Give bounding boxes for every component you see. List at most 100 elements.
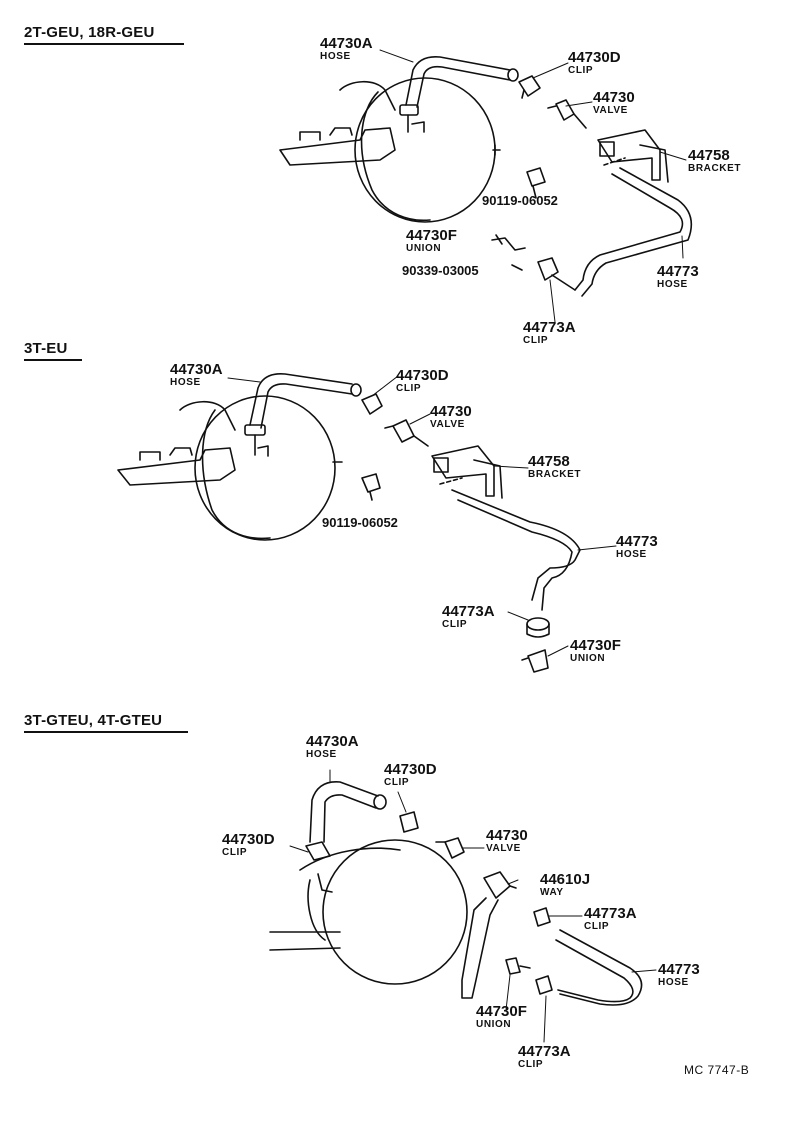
- part-name: BRACKET: [688, 163, 742, 174]
- part-number: 90339-03005: [402, 263, 479, 278]
- part-name: UNION: [406, 243, 442, 254]
- part-name: CLIP: [568, 65, 594, 76]
- clip-44730d-drawing-3b: [399, 811, 419, 833]
- part-label-44730d-lower: 44730D CLIP: [222, 832, 275, 858]
- part-name: HOSE: [170, 377, 201, 388]
- valve-44730-drawing-3: [435, 837, 465, 859]
- part-number: 44730D: [222, 831, 275, 848]
- part-label-44610j: 44610J WAY: [540, 872, 590, 898]
- part-name: HOSE: [657, 279, 688, 290]
- union-44730f-drawing-2: [521, 649, 549, 673]
- part-number: 44773A: [442, 603, 495, 620]
- leader-lines-2: [227, 375, 617, 657]
- part-number: 44730A: [320, 35, 373, 52]
- part-label-44773: 44773 HOSE: [657, 264, 699, 290]
- section-title-3t-gteu: 3T-GTEU, 4T-GTEU: [24, 712, 188, 733]
- brake-booster-drawing-2: [117, 395, 343, 541]
- way-44610j-drawing-3: [461, 871, 517, 999]
- union-44730f-drawing-1: [491, 234, 526, 271]
- part-number: 44730F: [570, 637, 621, 654]
- hose-44773-drawing-2: [451, 489, 581, 611]
- part-name: VALVE: [430, 419, 465, 430]
- part-label-44730f: 44730F UNION: [476, 1004, 527, 1030]
- part-number: 44773A: [523, 319, 576, 336]
- part-label-44773: 44773 HOSE: [658, 962, 700, 988]
- section-title-2t-geu: 2T-GEU, 18R-GEU: [24, 24, 184, 45]
- clip-44730d-drawing-1: [518, 75, 541, 99]
- part-number: 44773A: [518, 1043, 571, 1060]
- figure-code: MC 7747-B: [684, 1063, 750, 1077]
- part-label-44730a: 44730A HOSE: [306, 734, 359, 760]
- part-number: 90119-06052: [322, 515, 398, 530]
- clip-44773a-drawing-3b: [535, 975, 553, 995]
- part-name: CLIP: [222, 847, 248, 858]
- section-title-text: 3T-GTEU, 4T-GTEU: [24, 712, 163, 729]
- part-number: 44730F: [476, 1003, 527, 1020]
- part-name: CLIP: [584, 921, 610, 932]
- part-number: 44758: [688, 147, 730, 164]
- section-title-3t-eu: 3T-EU: [24, 340, 82, 361]
- part-label-44758: 44758 BRACKET: [688, 148, 741, 174]
- part-name: UNION: [570, 653, 606, 664]
- part-number: 44730D: [568, 49, 621, 66]
- part-name: WAY: [540, 887, 564, 898]
- bolt-90119-drawing-1: [526, 167, 546, 199]
- part-number: 44730F: [406, 227, 457, 244]
- part-label-44730: 44730 VALVE: [486, 828, 528, 854]
- part-label-44773a: 44773A CLIP: [523, 320, 576, 346]
- section-title-text: 3T-EU: [24, 340, 68, 357]
- valve-44730-drawing-2: [384, 419, 429, 447]
- clip-44773a-drawing-3a: [533, 907, 551, 927]
- hose-44730a-drawing-1: [399, 55, 519, 133]
- part-name: HOSE: [320, 51, 351, 62]
- bracket-44758-drawing-2: [431, 445, 503, 499]
- clip-44730d-drawing-3a: [305, 841, 331, 861]
- part-name: CLIP: [518, 1059, 544, 1070]
- part-number: 44773: [616, 533, 658, 550]
- part-name: VALVE: [593, 105, 628, 116]
- part-number: 44758: [528, 453, 570, 470]
- title-underline: [24, 43, 184, 45]
- part-number: 44730: [430, 403, 472, 420]
- part-label-44773a-lower: 44773A CLIP: [518, 1044, 571, 1070]
- clip-44773a-drawing-1: [537, 257, 559, 281]
- section-title-text: 2T-GEU, 18R-GEU: [24, 24, 155, 41]
- part-number: 44730A: [170, 361, 223, 378]
- leader-lines-1: [379, 49, 687, 323]
- part-label-44758: 44758 BRACKET: [528, 454, 581, 480]
- part-number: 90119-06052: [482, 193, 558, 208]
- part-label-44773a: 44773A CLIP: [442, 604, 495, 630]
- part-label-44730d: 44730D CLIP: [396, 368, 449, 394]
- hose-44730a-drawing-3: [309, 781, 387, 843]
- part-number: 44730D: [384, 761, 437, 778]
- part-number: 44773A: [584, 905, 637, 922]
- part-name: VALVE: [486, 843, 521, 854]
- valve-44730-drawing-1: [547, 99, 587, 129]
- part-label-90119-06052: 90119-06052: [482, 194, 558, 207]
- part-number: 44610J: [540, 871, 591, 888]
- bracket-44758-drawing-1: [597, 129, 669, 183]
- union-44730f-drawing-3: [505, 957, 531, 975]
- part-name: BRACKET: [528, 469, 582, 480]
- part-label-44773a-upper: 44773A CLIP: [584, 906, 637, 932]
- part-label-44730f: 44730F UNION: [570, 638, 621, 664]
- part-label-44730a: 44730A HOSE: [170, 362, 223, 388]
- part-name: UNION: [476, 1019, 512, 1030]
- part-name: CLIP: [384, 777, 410, 788]
- leader-lines-3: [289, 769, 657, 1043]
- clip-44730d-drawing-2: [361, 393, 383, 415]
- hose-44773-drawing-1: [551, 167, 693, 297]
- part-number: 44773: [657, 263, 699, 280]
- part-label-90119-06052: 90119-06052: [322, 516, 398, 529]
- part-number: 44730: [486, 827, 528, 844]
- part-number: 44730: [593, 89, 635, 106]
- brake-booster-drawing-3: [269, 839, 468, 985]
- part-label-44773: 44773 HOSE: [616, 534, 658, 560]
- part-label-44730: 44730 VALVE: [593, 90, 635, 116]
- part-label-44730d: 44730D CLIP: [568, 50, 621, 76]
- part-name: HOSE: [616, 549, 647, 560]
- part-label-44730f: 44730F UNION: [406, 228, 457, 254]
- hose-44730a-drawing-2: [244, 372, 362, 457]
- part-label-44730: 44730 VALVE: [430, 404, 472, 430]
